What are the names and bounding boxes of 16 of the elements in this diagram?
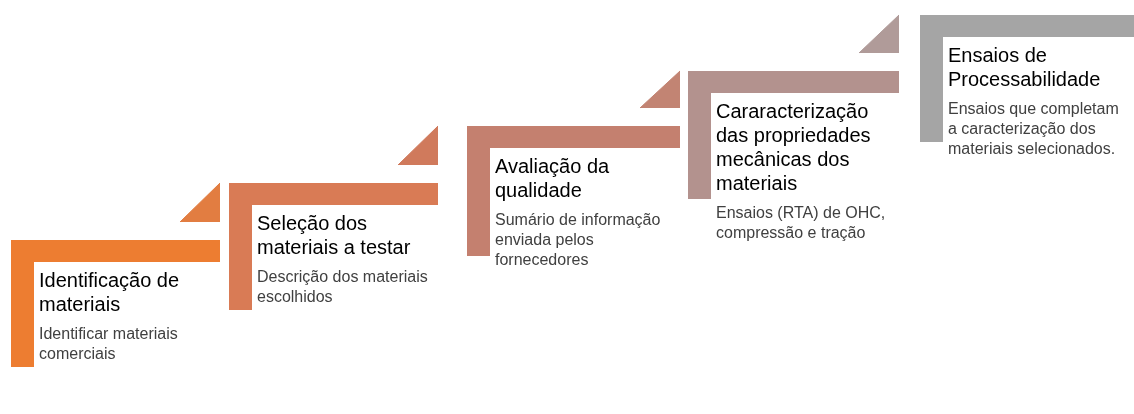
step-l-shape [229,183,438,310]
step-heading: Ensaios de Processabilidade [948,43,1102,91]
step-heading: Cararacterização das propriedades mecânicas dos materiais [716,99,872,195]
step-description: Ensaios que completam a caracterização dos materiais selecionados. [948,99,1120,159]
step-arrow-triangle [858,14,900,54]
step-description: Identificar materiais comerciais [39,324,179,364]
step-arrow-triangle [397,125,439,166]
step-heading: Avaliação da qualidade [495,154,611,202]
step-heading: Identificação de materiais [39,268,181,316]
step-description: Descrição dos materiais escolhidos [257,267,429,307]
step-description: Sumário de informação enviada pelos fornecedores [495,210,662,270]
step-description: Ensaios (RTA) de OHC, compressão e tração [716,203,887,243]
step-heading: Seleção dos materiais a testar [257,211,412,259]
step-l-shape [11,240,220,367]
step-arrow-triangle [639,70,681,109]
step-arrow-triangle [179,182,221,223]
